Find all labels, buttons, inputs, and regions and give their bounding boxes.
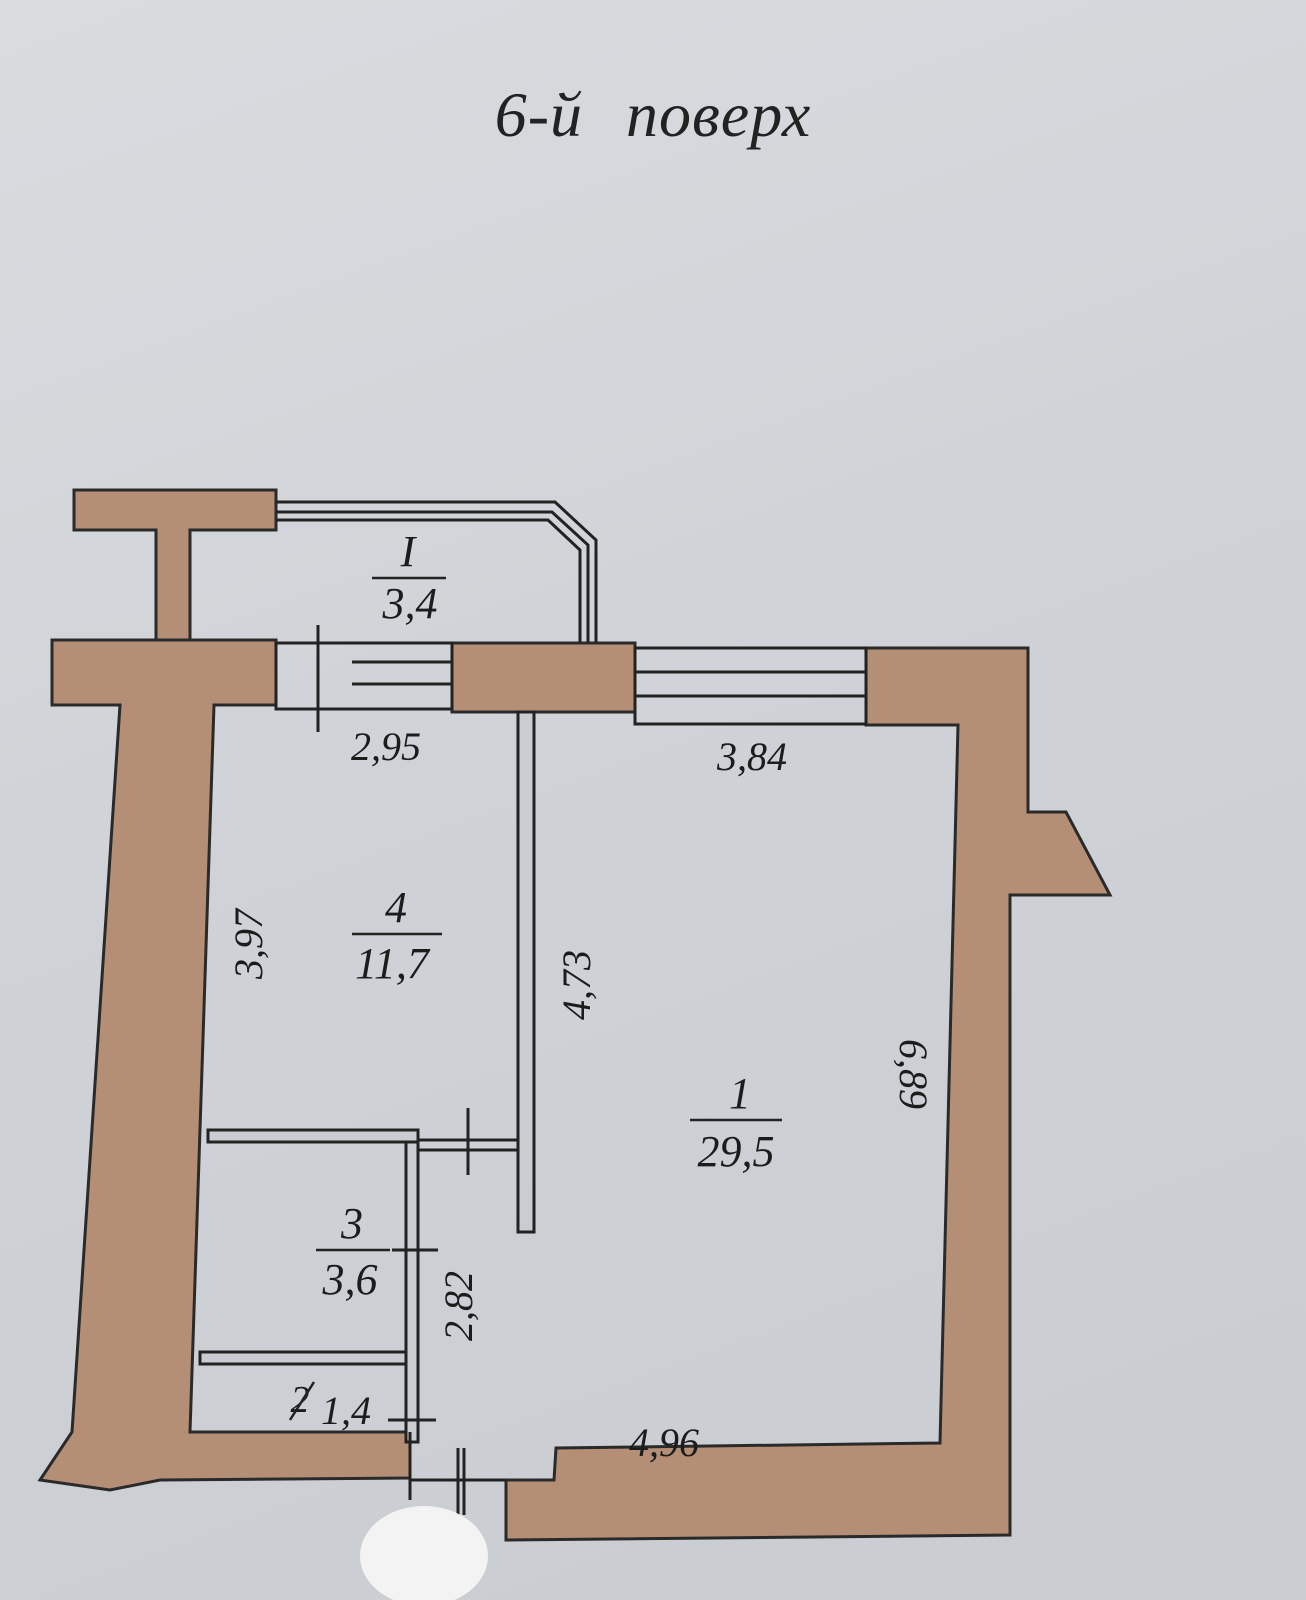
svg-text:4: 4 (385, 883, 407, 932)
svg-text:I: I (400, 527, 418, 576)
outer-wall-top-middle (450, 641, 637, 714)
room-1-label: 1 29,5 (690, 1069, 782, 1176)
partition-room3-top (206, 1128, 420, 1144)
outer-wall-left (37, 638, 412, 1492)
walls (37, 488, 1113, 1542)
floor-title: 6-й поверх (494, 79, 812, 150)
outer-wall-right (504, 646, 1113, 1542)
photo-glare (360, 1506, 488, 1600)
dim-room1-height: 6,89 (891, 1039, 936, 1109)
door-marks (388, 1108, 506, 1515)
room-3-label: 3 3,6 (316, 1199, 390, 1304)
svg-text:11,7: 11,7 (355, 939, 431, 988)
room-I-label: I 3,4 (372, 527, 446, 628)
dim-room4-height: 3,97 (226, 907, 271, 980)
room-2-label: 2 1,4 (288, 1379, 371, 1433)
svg-text:1: 1 (729, 1069, 751, 1118)
partition-room2-top (198, 1350, 408, 1366)
svg-text:3,4: 3,4 (382, 579, 438, 628)
svg-text:3: 3 (340, 1199, 363, 1248)
dim-room4-width: 2,95 (351, 724, 421, 769)
balcony-wall (72, 488, 278, 642)
window-right (633, 646, 868, 726)
dim-room1-top-width: 3,84 (716, 734, 787, 779)
dim-bath-height: 2,82 (436, 1271, 481, 1341)
room-4-label: 4 11,7 (352, 883, 442, 988)
balcony-rail (276, 500, 598, 642)
svg-text:1,4: 1,4 (321, 1388, 371, 1433)
partition-main (516, 710, 536, 1234)
svg-text:3,6: 3,6 (322, 1255, 378, 1304)
window-left (274, 625, 454, 732)
partitions (198, 710, 536, 1444)
partition-room3-right (404, 1140, 420, 1444)
dim-room1-bottom-width: 4,96 (629, 1420, 699, 1465)
svg-text:29,5: 29,5 (698, 1127, 775, 1176)
dim-partition-length: 4,73 (554, 950, 599, 1020)
